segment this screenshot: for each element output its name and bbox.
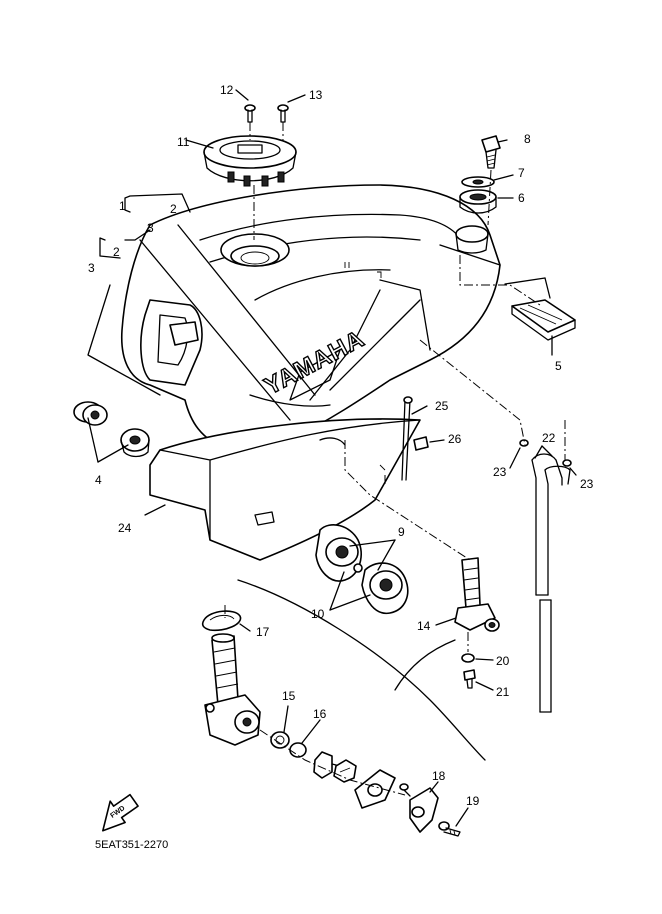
lever-shaft[interactable]	[313, 751, 341, 779]
callout-14: 14	[417, 619, 431, 633]
screw-21[interactable]	[463, 669, 476, 689]
tank-pad[interactable]	[149, 418, 421, 561]
section-boundary-line	[237, 579, 486, 761]
figure-code: 5EAT351-2270	[95, 839, 168, 851]
callout-25: 25	[435, 399, 449, 413]
bolt-8[interactable]	[481, 135, 501, 169]
callout-2b: 2	[113, 245, 120, 259]
fuel-cock-lower[interactable]	[204, 633, 261, 746]
washer-20[interactable]	[461, 653, 475, 663]
callout-22: 22	[542, 431, 556, 445]
callout-11: 11	[177, 135, 190, 149]
callout-18: 18	[432, 769, 446, 783]
leader-lines	[87, 89, 577, 827]
callout-23: 23	[493, 465, 507, 479]
callout-3: 3	[147, 221, 154, 235]
washer-7[interactable]	[461, 176, 495, 188]
screw-small[interactable]	[399, 783, 411, 797]
callout-7: 7	[518, 166, 525, 180]
cover-plate[interactable]	[354, 769, 396, 809]
callout-19: 19	[466, 794, 480, 808]
cap-screw-12[interactable]	[244, 104, 256, 123]
callout-16: 16	[313, 707, 327, 721]
callout-23b: 23	[580, 477, 594, 491]
section-pointer-line	[394, 639, 456, 691]
callout-26: 26	[448, 432, 462, 446]
callout-5: 5	[555, 359, 562, 373]
callout-1: 1	[119, 199, 126, 213]
callout-15: 15	[282, 689, 296, 703]
rubber-pad-5[interactable]	[511, 299, 576, 341]
callout-9: 9	[398, 525, 405, 539]
callout-21: 21	[496, 685, 510, 699]
callout-6: 6	[518, 191, 525, 205]
callout-8: 8	[524, 132, 531, 146]
fuel-tank[interactable]	[120, 184, 501, 451]
callout-24: 24	[118, 521, 132, 535]
phantom-lines	[224, 122, 566, 796]
fwd-arrow-icon: FWD	[102, 793, 139, 832]
callout-4: 4	[95, 473, 102, 487]
callout-17: 17	[256, 625, 270, 639]
damper-rubbers[interactable]	[73, 401, 150, 458]
screw-19[interactable]	[438, 821, 461, 837]
fuel-cock-14[interactable]	[454, 557, 500, 632]
hose-clips[interactable]	[519, 439, 572, 467]
callout-labels: 1 2 3 2 3 4 5 6 7 8 9 10 11 12 13 14 15 …	[88, 83, 594, 808]
gasket-15[interactable]	[270, 731, 290, 749]
lever-18[interactable]	[409, 787, 439, 833]
callout-12: 12	[220, 83, 234, 97]
cap-screw-13[interactable]	[277, 104, 289, 123]
fuel-cock-plates[interactable]	[315, 524, 409, 615]
callout-10: 10	[311, 607, 325, 621]
callout-20: 20	[496, 654, 510, 668]
o-ring-16[interactable]	[289, 742, 307, 758]
clip-26[interactable]	[413, 436, 429, 451]
collar-6[interactable]	[459, 189, 497, 214]
callout-13: 13	[309, 88, 323, 102]
callout-3b: 3	[88, 261, 95, 275]
fuel-hose[interactable]	[531, 453, 571, 713]
spring-nut[interactable]	[333, 759, 357, 783]
callout-2: 2	[170, 202, 177, 216]
o-ring-17[interactable]	[201, 610, 242, 632]
band-25[interactable]	[401, 396, 413, 481]
fuel-tank-cap[interactable]	[203, 135, 297, 187]
